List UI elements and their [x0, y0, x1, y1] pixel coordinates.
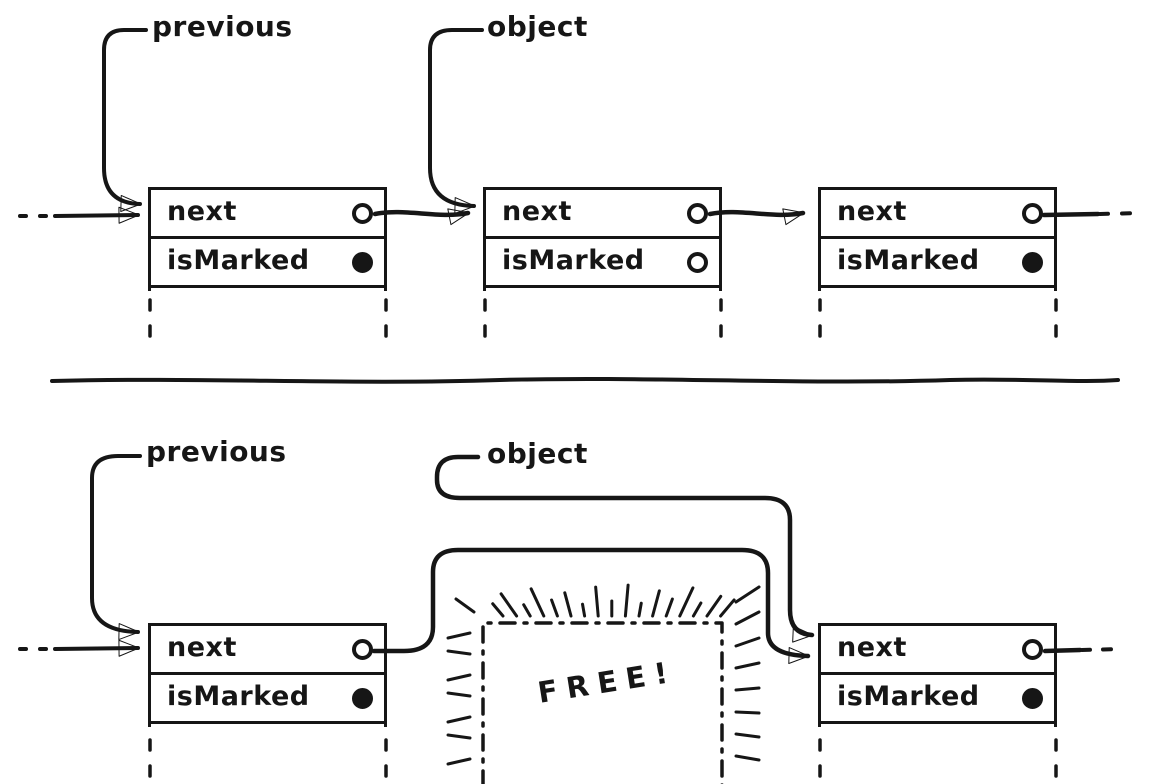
next-pointer-circle [352, 202, 373, 224]
field-label-ismarked: isMarked [167, 681, 310, 712]
next-link-arrow [372, 208, 471, 226]
previous-pointer-arrow [90, 454, 142, 641]
ismarked-dot [1022, 687, 1043, 709]
field-next: next [821, 626, 1054, 675]
field-label-ismarked: isMarked [502, 245, 645, 276]
field-ismarked: isMarked [821, 675, 1054, 724]
object-label: object [487, 10, 588, 43]
field-label-next: next [837, 196, 907, 227]
field-label-ismarked: isMarked [837, 681, 980, 712]
incoming-list-arrow [53, 639, 140, 657]
next-pointer-circle [1022, 202, 1043, 224]
field-ismarked: isMarked [151, 675, 384, 724]
node-continuation-dashes [148, 298, 1058, 348]
ismarked-dot [1022, 251, 1043, 273]
field-label-ismarked: isMarked [167, 245, 310, 276]
field-next: next [151, 626, 384, 675]
field-ismarked: isMarked [821, 239, 1054, 288]
node-continuation-dashes [148, 738, 1058, 784]
field-next: next [821, 190, 1054, 239]
list-node: next isMarked [818, 623, 1057, 727]
next-link-bypass-arrow [371, 547, 811, 665]
next-pointer-circle [1022, 638, 1043, 660]
list-node: next isMarked [818, 187, 1057, 291]
outgoing-list-dashed [1080, 647, 1124, 652]
field-label-next: next [502, 196, 572, 227]
object-pointer-arrow [434, 454, 815, 643]
field-label-next: next [167, 632, 237, 663]
previous-label: previous [152, 10, 293, 43]
next-link-arrow [707, 208, 806, 226]
next-pointer-circle [352, 638, 373, 660]
free-block-outline [481, 621, 724, 784]
outgoing-list-dashed [1098, 211, 1144, 216]
incoming-list-arrow [53, 206, 140, 224]
list-node: next isMarked [148, 187, 387, 291]
next-pointer-circle [687, 202, 708, 224]
field-next: next [486, 190, 719, 239]
free-block-label: FREE! [535, 654, 679, 710]
object-label: object [487, 437, 588, 470]
field-label-next: next [837, 632, 907, 663]
previous-pointer-arrow [102, 28, 148, 212]
field-ismarked: isMarked [151, 239, 384, 288]
field-next: next [151, 190, 384, 239]
list-node: next isMarked [483, 187, 722, 291]
field-ismarked: isMarked [486, 239, 719, 288]
list-node: next isMarked [148, 623, 387, 727]
ismarked-dot [352, 251, 373, 273]
field-label-ismarked: isMarked [837, 245, 980, 276]
previous-label: previous [146, 435, 287, 468]
object-pointer-arrow [428, 28, 484, 215]
ismarked-dot [687, 251, 708, 273]
field-label-next: next [167, 196, 237, 227]
ismarked-dot [352, 687, 373, 709]
divider-line [50, 376, 1120, 384]
